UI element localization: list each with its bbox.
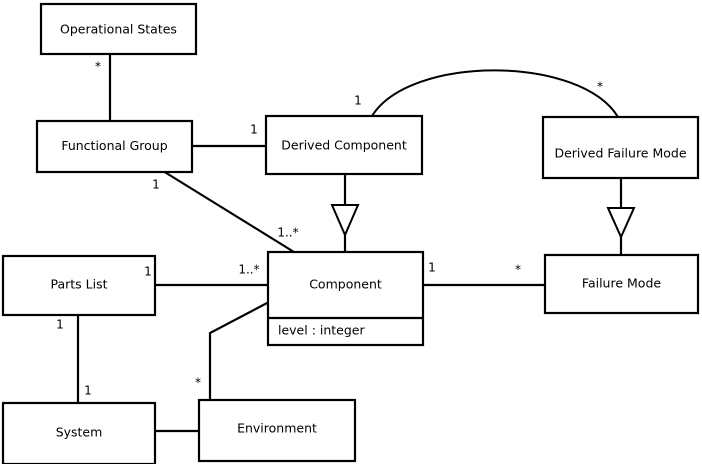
class-system[interactable]: System: [1, 401, 157, 464]
class-name-parts-list: Parts List: [50, 277, 107, 292]
multiplicity-functional-group-component-near: 1: [152, 178, 160, 192]
class-name-operational-states: Operational States: [60, 22, 177, 37]
class-component[interactable]: Component level : integer: [266, 250, 425, 347]
assoc-functional-group-component[interactable]: [162, 170, 295, 253]
class-functional-group[interactable]: Functional Group: [35, 119, 194, 174]
class-box-operational-states[interactable]: [39, 2, 198, 56]
class-name-system: System: [56, 425, 103, 440]
multiplicity-functional-group-component-far: 1..*: [277, 226, 298, 240]
multiplicity-parts-list-system-top: 1: [56, 318, 64, 332]
class-derived-failure-mode[interactable]: Derived Failure Mode: [541, 115, 700, 180]
class-name-component: Component: [309, 277, 382, 292]
class-name-failure-mode: Failure Mode: [582, 276, 661, 291]
class-box-derived-component[interactable]: [264, 114, 424, 176]
class-failure-mode[interactable]: Failure Mode: [543, 253, 700, 315]
multiplicity-derived-component-curve: 1: [354, 94, 362, 108]
class-name-derived-component: Derived Component: [281, 138, 407, 153]
multiplicity-functional-group-derived-component: 1: [250, 123, 258, 137]
class-parts-list[interactable]: Parts List: [1, 254, 157, 317]
association-lines: [76, 54, 619, 433]
class-box-system[interactable]: [1, 401, 157, 464]
gen-triangle-derived-failure-mode-failure-mode: [606, 207, 636, 240]
multiplicity-environment-component: *: [195, 376, 201, 390]
class-operational-states[interactable]: Operational States: [39, 2, 198, 56]
multiplicity-labels: * 1 1 1..* 1 * 1 1..* 1 * 1 1 *: [56, 60, 603, 398]
class-box-component[interactable]: [266, 250, 425, 347]
class-box-environment[interactable]: [197, 398, 357, 463]
class-name-derived-failure-mode: Derived Failure Mode: [554, 146, 686, 161]
assoc-component-environment[interactable]: [208, 301, 270, 400]
multiplicity-operational-states-functional-group: *: [95, 60, 101, 74]
multiplicity-derived-failure-mode-curve: *: [597, 80, 603, 94]
multiplicity-parts-list-component-near: 1: [144, 265, 152, 279]
class-box-failure-mode[interactable]: [543, 253, 700, 315]
multiplicity-component-failure-mode-far: *: [515, 263, 521, 277]
multiplicity-component-failure-mode-near: 1: [428, 261, 436, 275]
class-box-derived-failure-mode[interactable]: [541, 115, 700, 180]
gen-triangle-derived-component-component: [330, 204, 360, 238]
generalization-links: [330, 174, 636, 255]
class-box-functional-group[interactable]: [35, 119, 194, 174]
multiplicity-parts-list-system-bottom: 1: [84, 384, 92, 398]
class-derived-component[interactable]: Derived Component: [264, 114, 424, 176]
assoc-derived-component-derived-failure-mode[interactable]: [371, 69, 619, 118]
class-box-parts-list[interactable]: [1, 254, 157, 317]
class-attribute-component-level: level : integer: [278, 323, 365, 338]
class-environment[interactable]: Environment: [197, 398, 357, 463]
multiplicity-parts-list-component-far: 1..*: [238, 263, 259, 277]
class-name-functional-group: Functional Group: [61, 138, 167, 153]
class-name-environment: Environment: [237, 421, 317, 436]
